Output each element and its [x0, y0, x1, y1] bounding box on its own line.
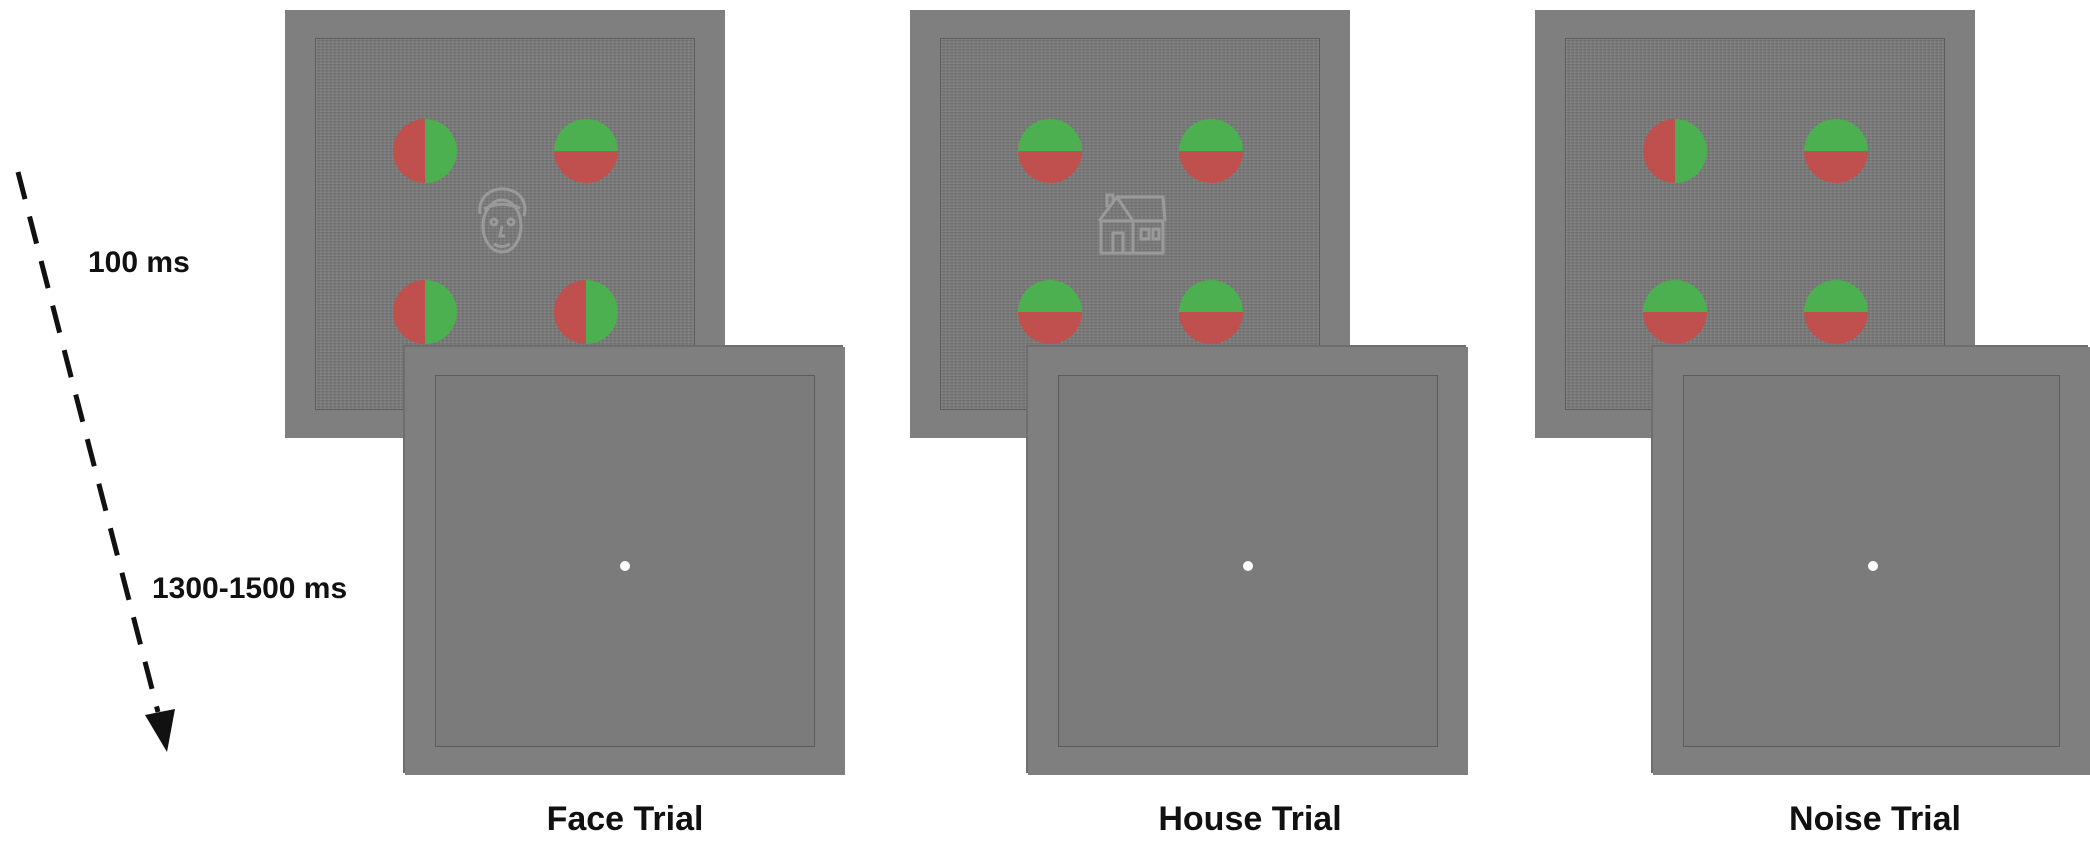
- fixation-frame: [405, 347, 845, 775]
- trial-label: House Trial: [1158, 800, 1342, 838]
- trial-house: House Trial: [910, 0, 1510, 845]
- disk-bottom-left: [1018, 280, 1082, 344]
- disk-top-right: [554, 119, 618, 183]
- disk-top-right: [1179, 119, 1243, 183]
- face-icon: [478, 187, 527, 254]
- fixation-frame: [1028, 347, 1468, 775]
- disk-top-right: [1804, 119, 1868, 183]
- disk-bottom-left: [1643, 280, 1707, 344]
- fixation-dot-icon: [1243, 561, 1253, 571]
- fixation-dot-icon: [1868, 561, 1878, 571]
- disk-bottom-right: [1179, 280, 1243, 344]
- fixation-dot-icon: [620, 561, 630, 571]
- stimulus-duration-label: 100 ms: [88, 246, 190, 279]
- trial-label: Face Trial: [546, 800, 704, 838]
- disk-bottom-right: [554, 280, 618, 344]
- time-arrow-icon: [15, 171, 175, 752]
- trial-noise: Noise Trial: [1535, 0, 2090, 845]
- blank-duration-label: 1300-1500 ms: [152, 572, 348, 605]
- trial-label: Noise Trial: [1789, 800, 1961, 838]
- disk-bottom-right: [1804, 280, 1868, 344]
- blank-screen: [435, 375, 815, 747]
- trial-face: Face Trial: [285, 0, 885, 845]
- blank-screen: [1058, 375, 1438, 747]
- disk-top-left: [1018, 119, 1082, 183]
- fixation-frame: [1653, 347, 2090, 775]
- blank-screen: [1683, 375, 2060, 747]
- house-icon: [1097, 193, 1167, 255]
- disk-top-left: [393, 119, 457, 183]
- disk-bottom-left: [393, 280, 457, 344]
- disk-top-left: [1643, 119, 1707, 183]
